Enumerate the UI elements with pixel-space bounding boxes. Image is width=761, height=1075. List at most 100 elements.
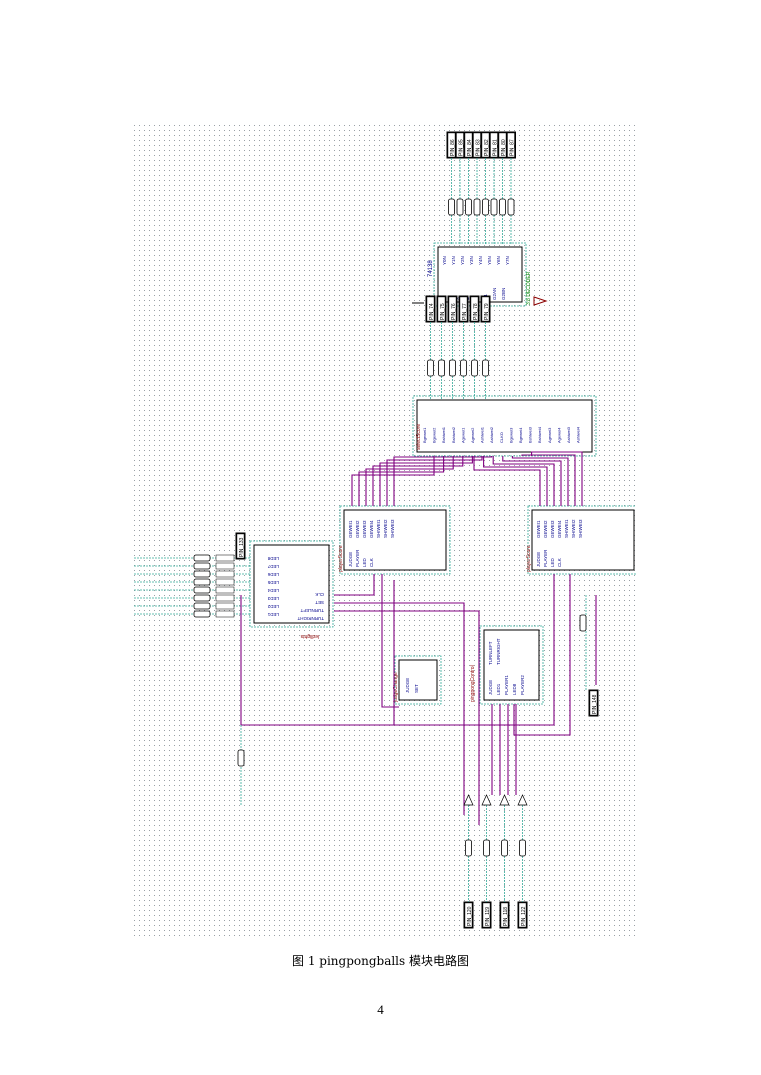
led-pin-1: LED7 [267,564,279,569]
top-pin-7-inner [507,132,515,158]
ctrl-pin-1: TURNRIGHT [496,638,501,665]
dec-in-pin-5-inner [481,296,490,322]
dec-in-pin-3-inner [459,296,468,322]
scoreA-pin-6: SHIWEI3 [390,519,395,538]
bottom-pin-3: PIN_122 [521,906,527,926]
decoder-out-Y7N: Y7N [505,256,510,265]
scoreB-pin-0: GEWEI1 [536,520,541,538]
scoreA-pin-5: SHIWEI2 [383,519,388,538]
led-pin-5: LED3 [267,596,279,601]
decoder-out-Y3N: Y3N [469,256,474,265]
led-pin-6: LED2 [267,604,279,609]
ctrl-in-3: LED8 [512,683,517,695]
decoder-74138: 74138 3:8 DECODER ABCG1G2ANG2BNY0NY1NY2N… [428,242,532,307]
select-pin-13: Agewei3 [547,427,552,443]
ctrl-in-4: PLAYER2 [520,675,525,695]
select-pin-9: Bgewei3 [508,427,513,443]
dec-in-pin-1: PIN_75 [440,303,446,320]
page-number: 4 [377,1002,384,1017]
schematic-diagram: 74138 3:8 DECODER ABCG1G2ANG2BNY0NY1NY2N… [134,125,636,940]
select-pin-7: Ashiwei2 [489,426,494,443]
led-resistor-3 [193,578,211,586]
wire-b-1 [483,456,548,506]
wire-a-1 [358,456,445,506]
wire-a-6 [393,456,493,506]
led-in-2: TURNLEFT [300,608,324,613]
bottom-buffer-0 [463,794,474,806]
top-resistor-7 [507,198,515,216]
decoder-out-Y6N: Y6N [496,256,501,265]
led-resistor-0 [193,554,211,562]
scoreB-in-0: JUDGE [536,552,541,567]
bottom-pin-2: PIN_118 [503,907,509,926]
dec-in-pin-1-inner [437,296,446,322]
led-pin-box-6 [215,602,235,610]
scoreB-pin-3: GEWEI4 [557,520,562,538]
bottom-buffer-1 [481,794,492,806]
top-pin-4: PIN_82 [484,139,490,156]
led-pin-box-5 [215,594,235,602]
top-resistor-3 [473,198,481,216]
led-output-pins: PIN_133 [134,532,250,618]
top-resistor-0 [448,198,455,216]
wire-a-5 [386,456,483,506]
bottom-resistor-1 [483,839,490,857]
led-in-3: TURNRIGHT [297,616,324,621]
scoreB-pin-4: SHIWEI1 [564,519,569,538]
bottom-pin-0-inner [464,902,473,928]
ctrl-name: pingpongControl [470,665,476,702]
top-pin-0: PIN_86 [450,139,456,156]
select-pin-5: Agewei2 [470,427,475,443]
led-pin-3: LED5 [267,580,279,585]
bottom-pin-3-inner [518,902,527,928]
led-pin-4: LED4 [267,588,279,593]
select-pin-1: Bgewei2 [432,427,437,443]
led-pin-box-3 [215,578,235,586]
led-resistor-6 [193,602,211,610]
select-pin-15: Ashiwei3 [566,426,571,443]
select-pin-11: Bshiwei3 [528,426,533,443]
dec-in-resistor-5 [482,359,489,377]
led-pin-box-2 [215,570,235,578]
top-resistor-2 [465,198,472,216]
select-pin-0: Bgewei1 [422,427,427,443]
top-pin-7: PIN_87 [510,139,516,156]
top-pin-5: PIN_81 [493,139,499,156]
wire-b-3 [502,456,562,506]
wire-judge-a [381,574,399,708]
wire-clk-b [241,574,555,726]
left-input-buffer [237,725,245,805]
ctrl-in-1: LED1 [496,683,501,695]
score-a-name: playerScore [338,545,344,572]
interconnect-wires [240,451,597,825]
decoder-out-Y0N: Y0N [442,256,447,265]
select-pin-16: Ashiwei4 [576,426,581,443]
led-pin-7: LED1 [267,612,279,617]
bottom-resistor-0 [465,839,472,857]
dec-in-pin-2: PIN_76 [451,303,457,320]
bottom-resistor-2 [501,839,508,857]
right-input-pin: PIN_148 [579,595,599,717]
decoder-in-G2BN: G2BN [501,288,506,300]
dec-in-resistor-3 [460,359,467,377]
score-b-name: playerScore [526,545,532,572]
dec-in-pin-3: PIN_77 [462,303,468,320]
select-pin-14: Agewei4 [556,427,561,443]
dec-in-resistor-0 [427,359,434,377]
bottom-buffer-3 [517,794,528,806]
ctrl-in-0: JUDGE [488,680,493,695]
scoreA-pin-3: GEWEI4 [369,520,374,538]
dec-in-pin-4-inner [470,296,479,322]
wire-a-3 [372,456,464,506]
wire-b-5 [521,454,576,506]
top-output-buffers [448,158,515,245]
right-pin: PIN_148 [592,694,598,714]
dec-in-pin-4: PIN_78 [473,303,479,320]
dec-in-pin-2-inner [448,296,457,322]
scoreB-pin-6: SHIWEI3 [578,519,583,538]
judge-pin-1: SET [414,684,419,693]
